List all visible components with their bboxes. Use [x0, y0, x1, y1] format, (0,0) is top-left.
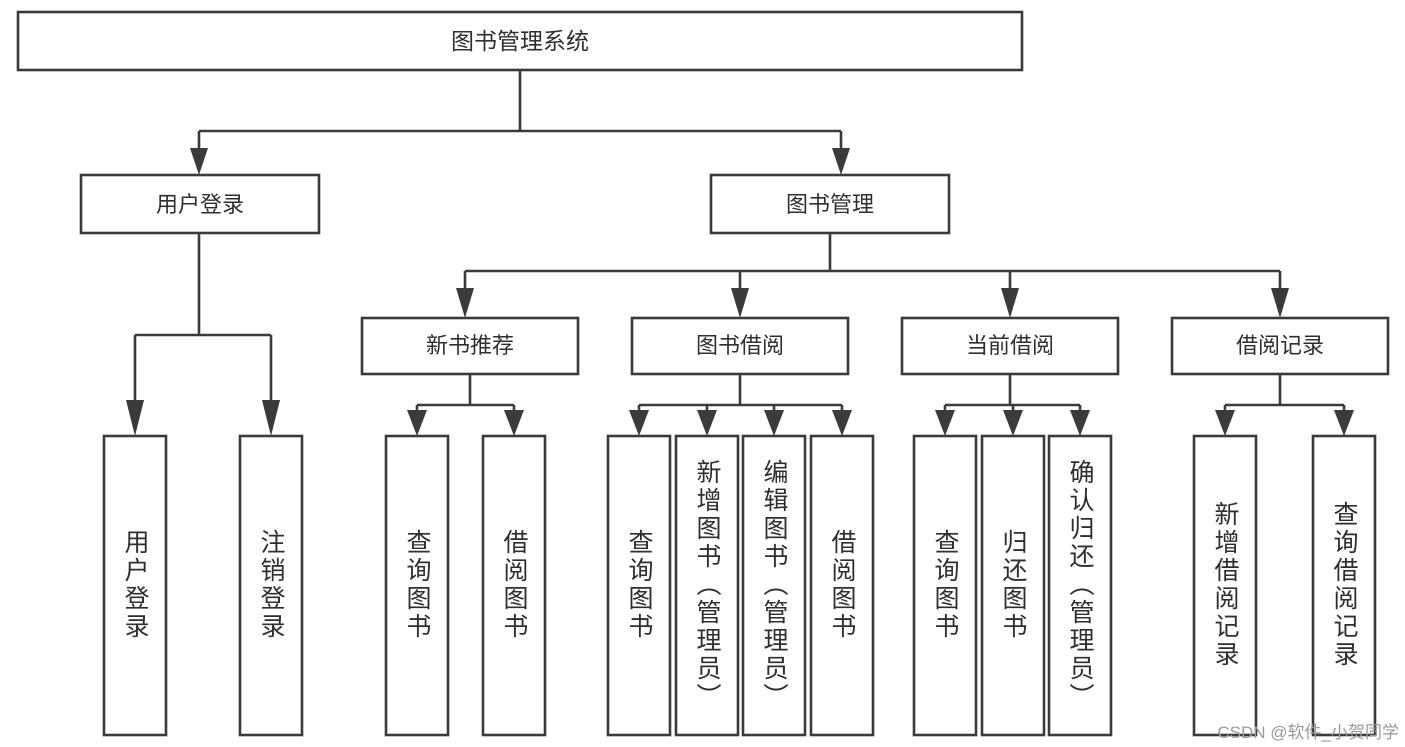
node-leaf-return-book[interactable]: 归还图书: [980, 434, 1046, 737]
node-leaf-query-book-3[interactable]: 查询图书: [912, 434, 978, 737]
node-leaf-query-book-2-label: 查询图书: [625, 529, 654, 641]
node-user-login-label: 用户登录: [156, 192, 244, 217]
connector-group: [126, 71, 1354, 436]
node-leaf-user-login-label: 用户登录: [121, 529, 150, 641]
node-leaf-user-logout-label: 注销登录: [257, 529, 286, 641]
node-new-book-rec-box[interactable]: [360, 316, 580, 376]
node-book-manage-box[interactable]: [709, 173, 951, 235]
node-leaf-query-book-1[interactable]: 查询图书: [384, 434, 450, 737]
node-root-box[interactable]: [16, 10, 1024, 72]
arrow-head-new-book-rec: [456, 288, 474, 318]
node-leaf-query-book-3-label: 查询图书: [931, 529, 960, 641]
node-user-login-box[interactable]: [79, 173, 321, 235]
csdn-watermark: CSDN @软件_小贺同学: [1217, 723, 1399, 742]
node-leaf-query-book-3-box[interactable]: [912, 434, 978, 737]
arrow-head-leaf-borrow-book-2: [832, 410, 852, 436]
node-leaf-add-book-label: 新增图书（管理员）: [693, 459, 722, 711]
node-leaf-borrow-book-1-box[interactable]: [481, 434, 547, 737]
node-borrow-record[interactable]: 借阅记录: [1170, 316, 1390, 376]
node-user-login[interactable]: 用户登录: [79, 173, 321, 235]
arrow-head-book-borrow: [731, 288, 749, 318]
arrow-head-leaf-add-book: [697, 410, 717, 436]
node-leaf-query-record-label: 查询借阅记录: [1330, 501, 1359, 669]
node-book-manage-label: 图书管理: [786, 192, 874, 217]
node-leaf-user-logout[interactable]: 注销登录: [238, 434, 304, 737]
node-leaf-add-book-box[interactable]: [674, 434, 740, 737]
node-root[interactable]: 图书管理系统: [16, 10, 1024, 72]
arrow-head-leaf-confirm-return: [1070, 410, 1090, 436]
node-leaf-add-record-label: 新增借阅记录: [1211, 501, 1240, 669]
node-leaf-user-login-box[interactable]: [102, 434, 168, 737]
arrow-head-book-manage: [832, 148, 850, 175]
node-current-borrow[interactable]: 当前借阅: [900, 316, 1120, 376]
arrow-head-leaf-user-login: [126, 400, 144, 436]
node-new-book-rec[interactable]: 新书推荐: [360, 316, 580, 376]
node-leaf-user-logout-box[interactable]: [238, 434, 304, 737]
arrow-head-borrow-record: [1271, 288, 1289, 318]
node-borrow-record-box[interactable]: [1170, 316, 1390, 376]
arrow-head-leaf-add-record: [1215, 410, 1235, 436]
node-new-book-rec-label: 新书推荐: [426, 333, 514, 358]
arrow-head-leaf-query-book-3: [935, 410, 955, 436]
node-leaf-borrow-book-2-box[interactable]: [809, 434, 875, 737]
node-leaf-add-record[interactable]: 新增借阅记录: [1192, 434, 1258, 737]
node-book-manage[interactable]: 图书管理: [709, 173, 951, 235]
node-leaf-query-book-1-label: 查询图书: [403, 529, 432, 641]
node-leaf-query-book-2-box[interactable]: [606, 434, 672, 737]
arrow-head-current-borrow: [1001, 288, 1019, 318]
node-book-borrow-box[interactable]: [630, 316, 850, 376]
arrow-head-leaf-edit-book: [764, 410, 784, 436]
arrow-head-leaf-user-logout: [262, 400, 280, 436]
node-leaf-return-book-box[interactable]: [980, 434, 1046, 737]
node-leaf-borrow-book-2-label: 借阅图书: [828, 529, 857, 641]
node-leaf-add-record-box[interactable]: [1192, 434, 1258, 737]
node-leaf-user-login[interactable]: 用户登录: [102, 434, 168, 737]
node-leaf-borrow-book-1[interactable]: 借阅图书: [481, 434, 547, 737]
node-root-label: 图书管理系统: [451, 28, 589, 54]
node-leaf-borrow-book-2[interactable]: 借阅图书: [809, 434, 875, 737]
node-leaf-query-record-box[interactable]: [1311, 434, 1377, 737]
arrow-head-user-login: [190, 148, 208, 175]
arrow-head-leaf-return-book: [1003, 410, 1023, 436]
arrow-head-leaf-query-book-1: [407, 410, 427, 436]
node-leaf-return-book-label: 归还图书: [999, 529, 1028, 641]
node-leaf-query-book-2[interactable]: 查询图书: [606, 434, 672, 737]
node-leaf-edit-book-box[interactable]: [741, 434, 807, 737]
node-book-borrow-label: 图书借阅: [696, 333, 784, 358]
arrow-head-leaf-query-record: [1334, 410, 1354, 436]
node-leaf-add-book[interactable]: 新增图书（管理员）: [674, 434, 740, 737]
node-leaf-confirm-return-box[interactable]: [1047, 434, 1113, 737]
node-current-borrow-label: 当前借阅: [966, 333, 1054, 358]
arrow-head-leaf-borrow-book-1: [504, 410, 524, 436]
node-leaf-query-record[interactable]: 查询借阅记录: [1311, 434, 1377, 737]
node-leaf-confirm-return[interactable]: 确认归还（管理员）: [1047, 434, 1113, 737]
node-leaf-borrow-book-1-label: 借阅图书: [500, 529, 529, 641]
node-borrow-record-label: 借阅记录: [1236, 333, 1324, 358]
arrow-head-leaf-query-book-2: [629, 410, 649, 436]
node-leaf-edit-book-label: 编辑图书（管理员）: [760, 459, 789, 711]
node-book-borrow[interactable]: 图书借阅: [630, 316, 850, 376]
node-current-borrow-box[interactable]: [900, 316, 1120, 376]
node-leaf-confirm-return-label: 确认归还（管理员）: [1066, 459, 1095, 711]
node-leaf-query-book-1-box[interactable]: [384, 434, 450, 737]
node-leaf-edit-book[interactable]: 编辑图书（管理员）: [741, 434, 807, 737]
